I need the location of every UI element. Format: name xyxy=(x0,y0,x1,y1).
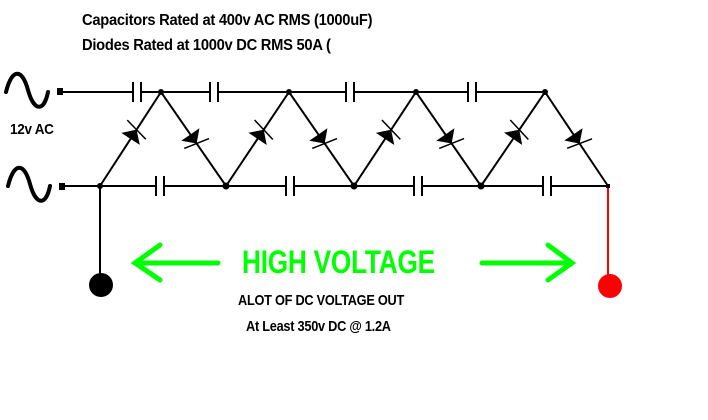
diode-cathode-bar xyxy=(381,119,401,140)
output-rating: At Least 350v DC @ 1.2A xyxy=(246,318,391,335)
diode-body xyxy=(504,129,523,146)
ac-sine-icon-bottom xyxy=(6,165,52,203)
diode-body xyxy=(436,128,455,144)
diode-body xyxy=(121,129,140,145)
capacitor xyxy=(132,82,142,102)
output-description: ALOT OF DC VOLTAGE OUT xyxy=(238,292,405,309)
junction-dot xyxy=(350,182,358,190)
diodes xyxy=(121,119,593,150)
junction-dot xyxy=(222,182,230,190)
diode-cathode-bar xyxy=(254,119,274,140)
ac-sine-icon-top xyxy=(4,71,50,109)
junction-dot xyxy=(158,89,164,95)
top-capacitors xyxy=(132,82,477,102)
junction-dot xyxy=(477,182,485,190)
junction-dot xyxy=(606,184,610,188)
diode-cathode-bar xyxy=(509,119,529,141)
capacitor xyxy=(467,82,477,102)
junction-dot xyxy=(542,89,548,95)
junction-dot xyxy=(413,89,419,95)
arrow-left-icon xyxy=(130,242,221,283)
input-terminal-bottom xyxy=(59,183,65,190)
diode-cathode-bar xyxy=(183,137,210,150)
diode-body xyxy=(248,129,267,145)
input-voltage-label: 12v AC xyxy=(10,121,54,138)
capacitor-rating-note: Capacitors Rated at 400v AC RMS (1000uF) xyxy=(82,12,373,29)
bottom-capacitors xyxy=(155,176,552,196)
capacitor xyxy=(542,176,552,196)
diode-cathode-bar xyxy=(126,119,147,140)
capacitor xyxy=(345,82,355,102)
diode-body xyxy=(181,128,200,144)
capacitor xyxy=(413,176,423,196)
diode-cathode-bar xyxy=(438,137,465,150)
high-voltage-headline: HIGH VOLTAGE xyxy=(242,244,435,280)
diode-body xyxy=(375,129,395,145)
diode-body xyxy=(309,128,328,144)
capacitor xyxy=(155,176,165,196)
input-terminal-top xyxy=(57,88,63,95)
capacitor xyxy=(209,82,219,102)
diode-body xyxy=(564,128,583,144)
junction-dot xyxy=(286,89,292,95)
diode-rating-note: Diodes Rated at 1000v DC RMS 50A ( xyxy=(82,37,331,54)
arrow-right-icon xyxy=(479,242,577,283)
junctions xyxy=(97,89,610,190)
capacitor xyxy=(285,176,295,196)
diode-ladder xyxy=(99,90,609,188)
diode-cathode-bar xyxy=(311,137,338,150)
positive-output-terminal xyxy=(598,274,622,298)
diode-cathode-bar xyxy=(566,138,593,150)
negative-output-terminal xyxy=(89,273,113,297)
